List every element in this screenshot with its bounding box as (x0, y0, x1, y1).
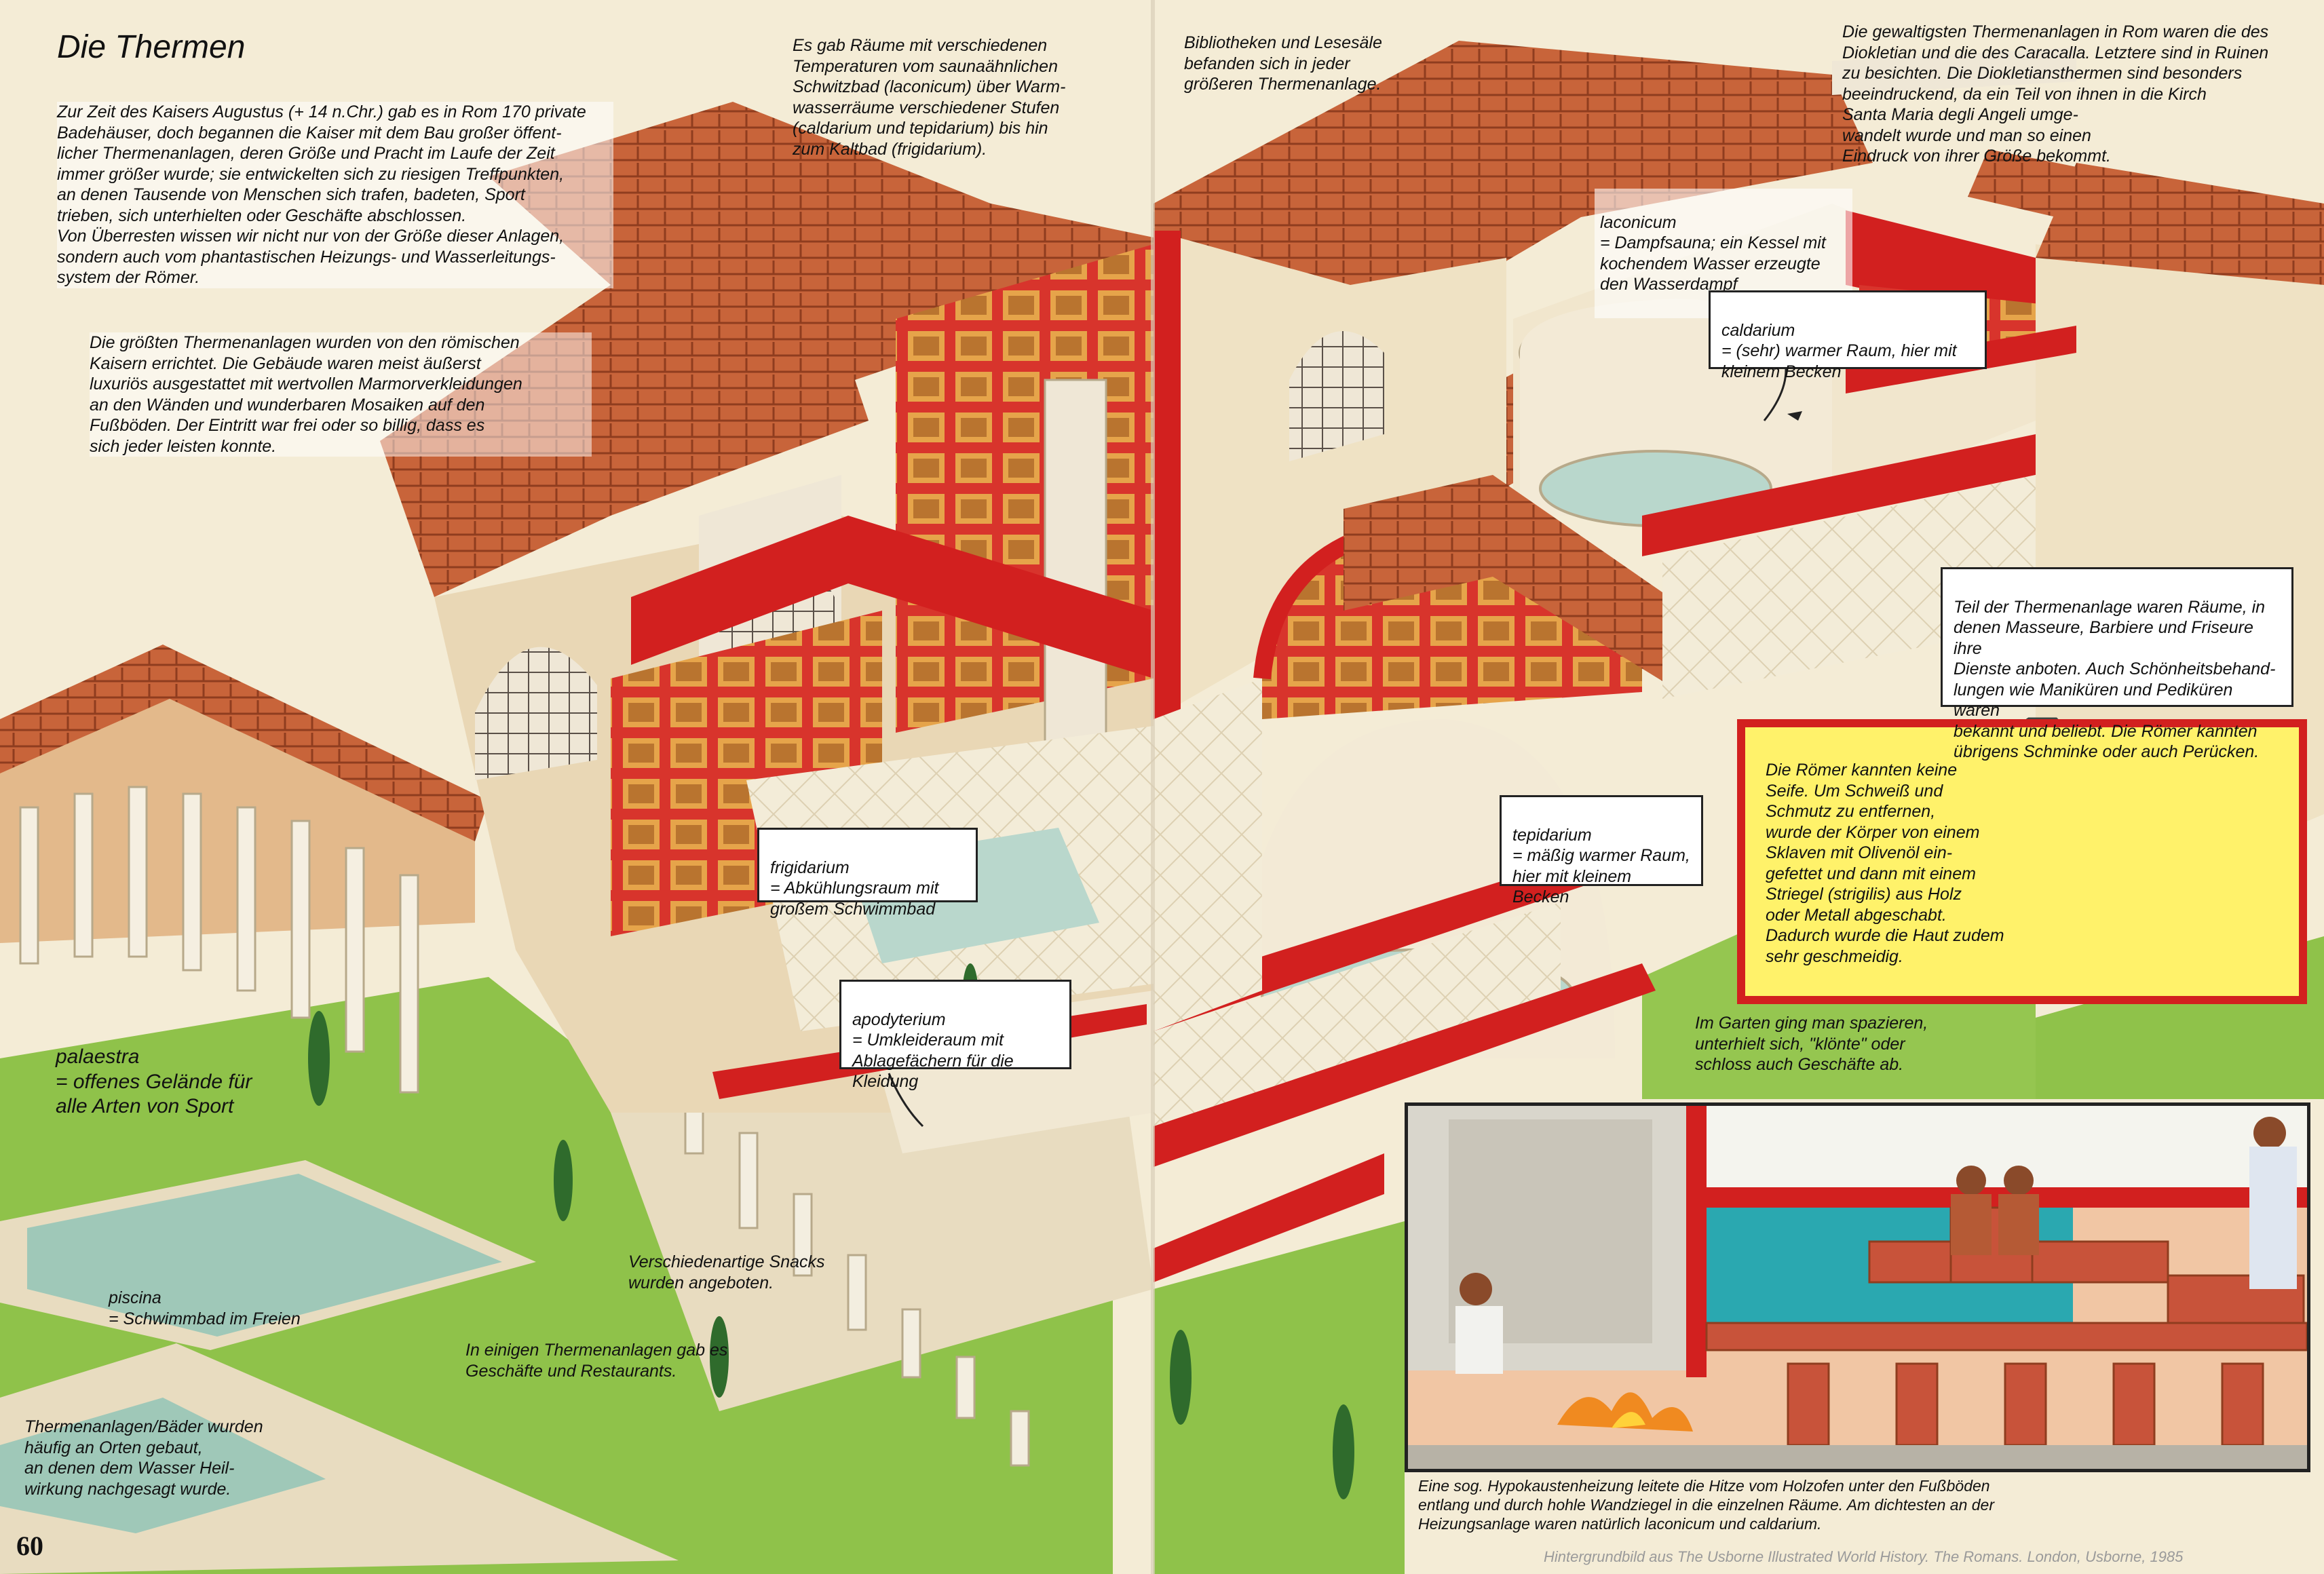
label-tepidarium-text: tepidarium = mäßig warmer Raum, hier mit… (1512, 825, 1690, 907)
rooms-text: Es gab Räume mit verschiedenen Temperatu… (793, 36, 1066, 159)
hypocaust-caption: Eine sog. Hypokaustenheizung leitete die… (1418, 1477, 1995, 1533)
label-apodyterium-text: apodyterium = Umkleideraum mit Ablagefäc… (852, 1010, 1014, 1092)
snacks-text: Verschiedenartige Snacks wurden angebote… (628, 1252, 825, 1292)
services-box: Teil der Thermenanlage waren Räume, in d… (1941, 567, 2293, 761)
intro-text: Zur Zeit des Kaisers Augustus (+ 14 n.Ch… (57, 102, 613, 288)
label-tepidarium: tepidarium = mäßig warmer Raum, hier mit… (1500, 795, 1703, 906)
garden-text: Im Garten ging man spazieren, unterhielt… (1695, 1014, 1928, 1074)
label-frigidarium-text: frigidarium = Abkühlungsraum mit großem … (770, 858, 939, 919)
healing-springs-text: Thermenanlagen/Bäder wurden häufig an Or… (24, 1417, 263, 1499)
image-credit: Hintergrundbild aus The Usborne Illustra… (1544, 1548, 2184, 1565)
label-laconicum-text: laconicum = Dampfsauna; ein Kessel mit k… (1600, 212, 1826, 294)
palaestra-label: palaestra = offenes Gelände für alle Art… (56, 1045, 252, 1118)
shops-text: In einigen Thermenanlagen gab es Geschäf… (465, 1341, 728, 1381)
label-caldarium: caldarium = (sehr) warmer Raum, hier mit… (1709, 290, 1987, 381)
soap-info-box: Die Römer kannten keine Seife. Um Schwei… (1737, 719, 2307, 1004)
page-number: 60 (16, 1531, 43, 1561)
label-caldarium-text: caldarium = (sehr) warmer Raum, hier mit… (1721, 320, 1957, 381)
services-text: Teil der Thermenanlage waren Räume, in d… (1954, 597, 2276, 762)
hypocaust-inset (1405, 1102, 2310, 1472)
emperors-text: Die größten Thermenanlagen wurden von de… (90, 332, 592, 457)
hypocaust-illustration (1408, 1106, 2307, 1469)
page-title: Die Thermen (57, 29, 246, 65)
piscina-label: piscina = Schwimmbad im Freien (109, 1288, 301, 1328)
libraries-text: Bibliotheken und Lesesäle befanden sich … (1184, 33, 1382, 94)
label-frigidarium: frigidarium = Abkühlungsraum mit großem … (757, 828, 978, 919)
label-apodyterium: apodyterium = Umkleideraum mit Ablagefäc… (839, 980, 1071, 1091)
largest-baths-text: Die gewaltigsten Thermenanlagen in Rom w… (1842, 22, 2269, 166)
soap-text: Die Römer kannten keine Seife. Um Schwei… (1766, 761, 2004, 966)
